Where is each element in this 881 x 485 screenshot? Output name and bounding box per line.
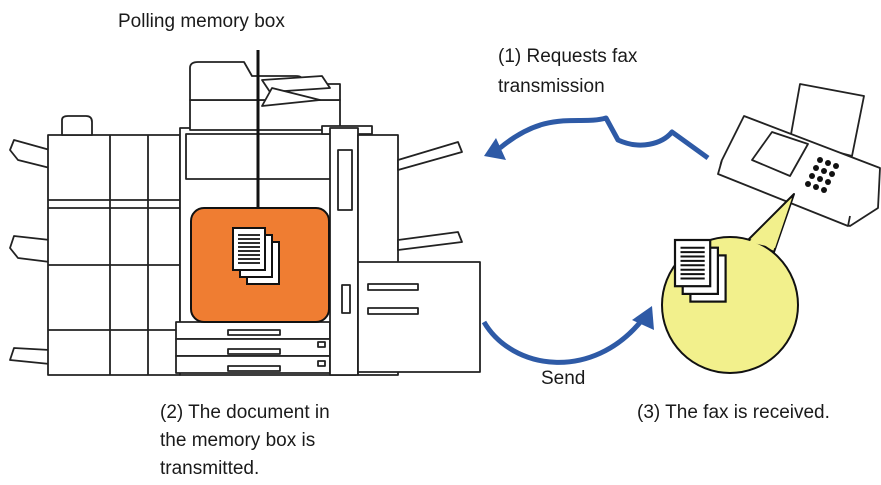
request-label-line2: transmission: [498, 76, 605, 97]
fax-machine-icon: [717, 83, 881, 227]
transmitted-label-line1: (2) The document in: [160, 402, 330, 423]
send-label: Send: [541, 368, 586, 389]
request-label-line1: (1) Requests fax: [498, 46, 638, 67]
polling-box-label: Polling memory box: [118, 11, 285, 32]
document-stack-icon: [673, 238, 727, 303]
document-stack-icon: [232, 227, 280, 285]
transmitted-label-line3: transmitted.: [160, 458, 260, 479]
received-label: (3) The fax is received.: [637, 402, 830, 423]
send-arrow: [481, 306, 654, 365]
transmitted-label-line2: the memory box is: [160, 430, 316, 451]
request-arrow: [484, 115, 710, 161]
